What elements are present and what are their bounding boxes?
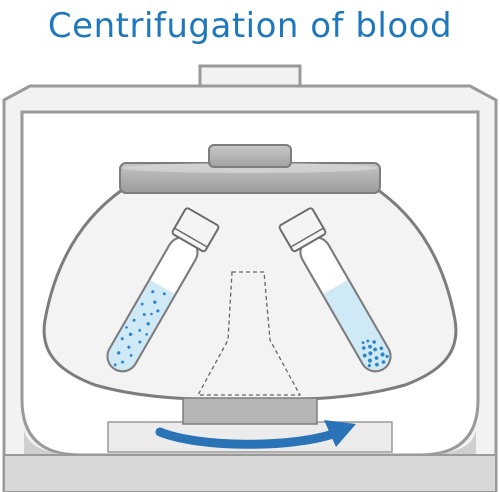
tube-cap — [171, 207, 220, 253]
spindle-outline — [196, 271, 302, 396]
lid-knob — [208, 144, 292, 168]
rotor-hub — [182, 397, 318, 425]
rotor-bowl — [42, 188, 458, 402]
sedimented-blood-cells — [361, 339, 389, 368]
diagram-title: Centrifugation of blood — [47, 6, 453, 46]
curved-arrow-icon — [155, 420, 356, 449]
test-tube-separated — [278, 207, 396, 377]
dispersed-blood-cells — [113, 290, 166, 367]
casing-bottom — [3, 454, 497, 492]
tube-cap — [278, 207, 327, 253]
casing-top — [198, 64, 302, 85]
test-tube-mixed — [102, 207, 220, 377]
